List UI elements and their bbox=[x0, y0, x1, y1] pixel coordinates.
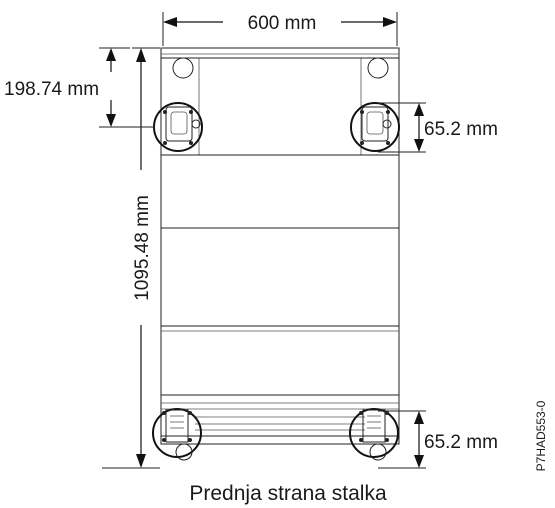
width-dimension: 600 mm bbox=[162, 12, 398, 46]
front-left-caster-icon bbox=[152, 408, 202, 461]
width-label: 600 mm bbox=[248, 13, 317, 34]
depth-label: 1095.48 mm bbox=[132, 195, 153, 301]
rear-right-caster-icon bbox=[350, 102, 400, 152]
front-right-caster-icon bbox=[349, 408, 399, 461]
depth-dimension: 1095.48 mm bbox=[102, 47, 160, 469]
rear-caster-label: 65.2 mm bbox=[424, 119, 498, 140]
caption: Prednja strana stalka bbox=[189, 482, 387, 505]
top-right-foot-icon bbox=[367, 57, 389, 79]
top-left-foot-icon bbox=[172, 57, 194, 79]
front-caster-dimension: 65.2 mm bbox=[378, 410, 498, 469]
rear-caster-dimension: 65.2 mm bbox=[378, 102, 498, 153]
caster-offset-label: 198.74 mm bbox=[4, 79, 99, 100]
figure-id: P7HAD553-0 bbox=[534, 400, 548, 471]
front-caster-label: 65.2 mm bbox=[424, 432, 498, 453]
caster-offset-dimension: 198.74 mm bbox=[4, 47, 155, 128]
